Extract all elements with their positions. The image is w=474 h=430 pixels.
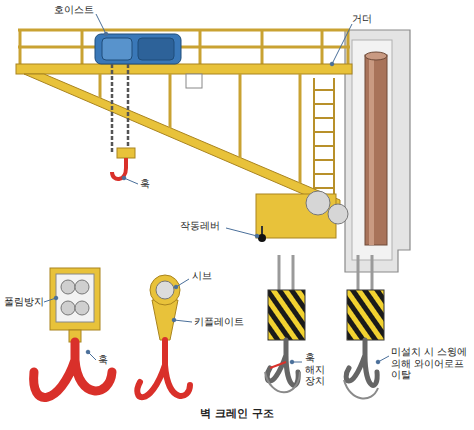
part-label: 호이스트 [54,4,114,16]
part-label: 미설치 시 스윙에 의해 와이어로프 이탈 [391,346,471,381]
part-label: 훅 해지 장치 [305,352,329,387]
part-label: 작동레버 [180,220,240,232]
part-label: 훅 [140,178,164,190]
caption: 벽 크레인 구조 [0,406,474,421]
part-label: 시브 [192,270,236,282]
part-label: 훅 [98,354,122,366]
part-label: 거더 [352,13,392,25]
part-label: 풀림방지 [4,296,54,308]
part-label: 키플레이트 [194,316,264,328]
